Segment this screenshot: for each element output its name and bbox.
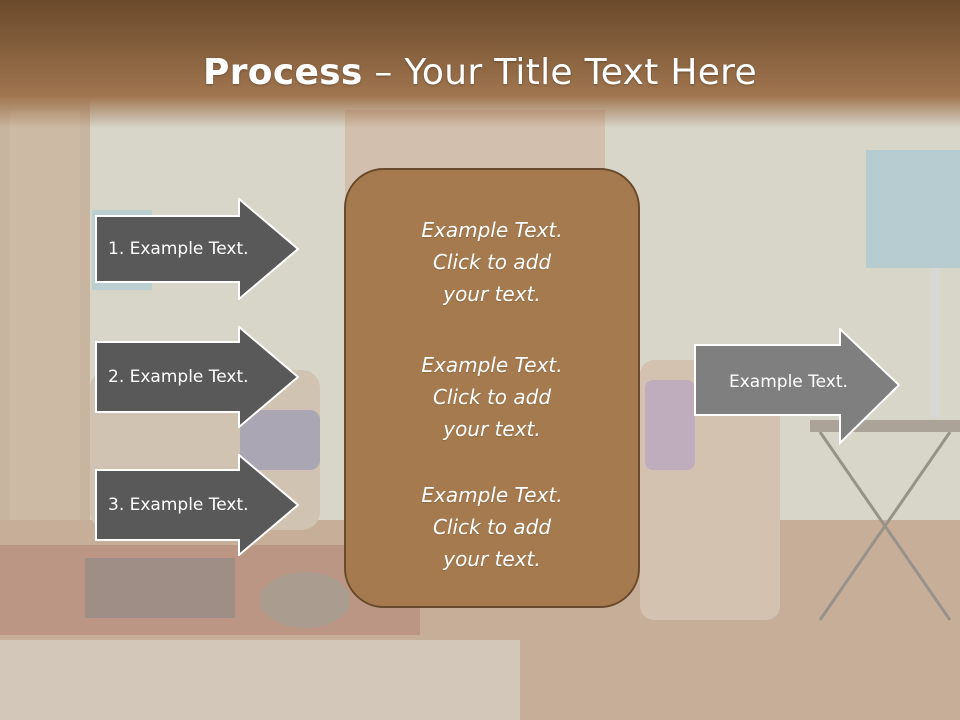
center-text-1[interactable]: Example Text. Click to add your text. bbox=[421, 218, 563, 306]
step-arrow-2[interactable]: 2. Example Text. bbox=[95, 326, 299, 428]
center-text-2[interactable]: Example Text. Click to add your text. bbox=[421, 353, 563, 441]
arrow-shape-icon bbox=[95, 198, 299, 300]
arrow-shape-icon bbox=[694, 328, 900, 446]
title-bar bbox=[0, 0, 960, 128]
result-arrow[interactable]: Example Text. bbox=[694, 328, 900, 446]
result-label: Example Text. bbox=[729, 372, 848, 392]
step-arrow-3[interactable]: 3. Example Text. bbox=[95, 454, 299, 556]
step-arrow-1[interactable]: 1. Example Text. bbox=[95, 198, 299, 300]
title-rest-text: – Your Title Text Here bbox=[362, 52, 757, 93]
slide-title[interactable]: Process – Your Title Text Here bbox=[0, 52, 960, 93]
step-label-2: 2. Example Text. bbox=[108, 367, 249, 387]
arrow-shape-icon bbox=[95, 326, 299, 428]
step-label-3: 3. Example Text. bbox=[108, 495, 249, 515]
center-text-3[interactable]: Example Text. Click to add your text. bbox=[421, 483, 563, 571]
arrow-shape-icon bbox=[95, 454, 299, 556]
title-bold-text: Process bbox=[203, 52, 363, 93]
center-text-box[interactable]: Example Text. Click to add your text. Ex… bbox=[344, 168, 640, 608]
step-label-1: 1. Example Text. bbox=[108, 239, 249, 259]
